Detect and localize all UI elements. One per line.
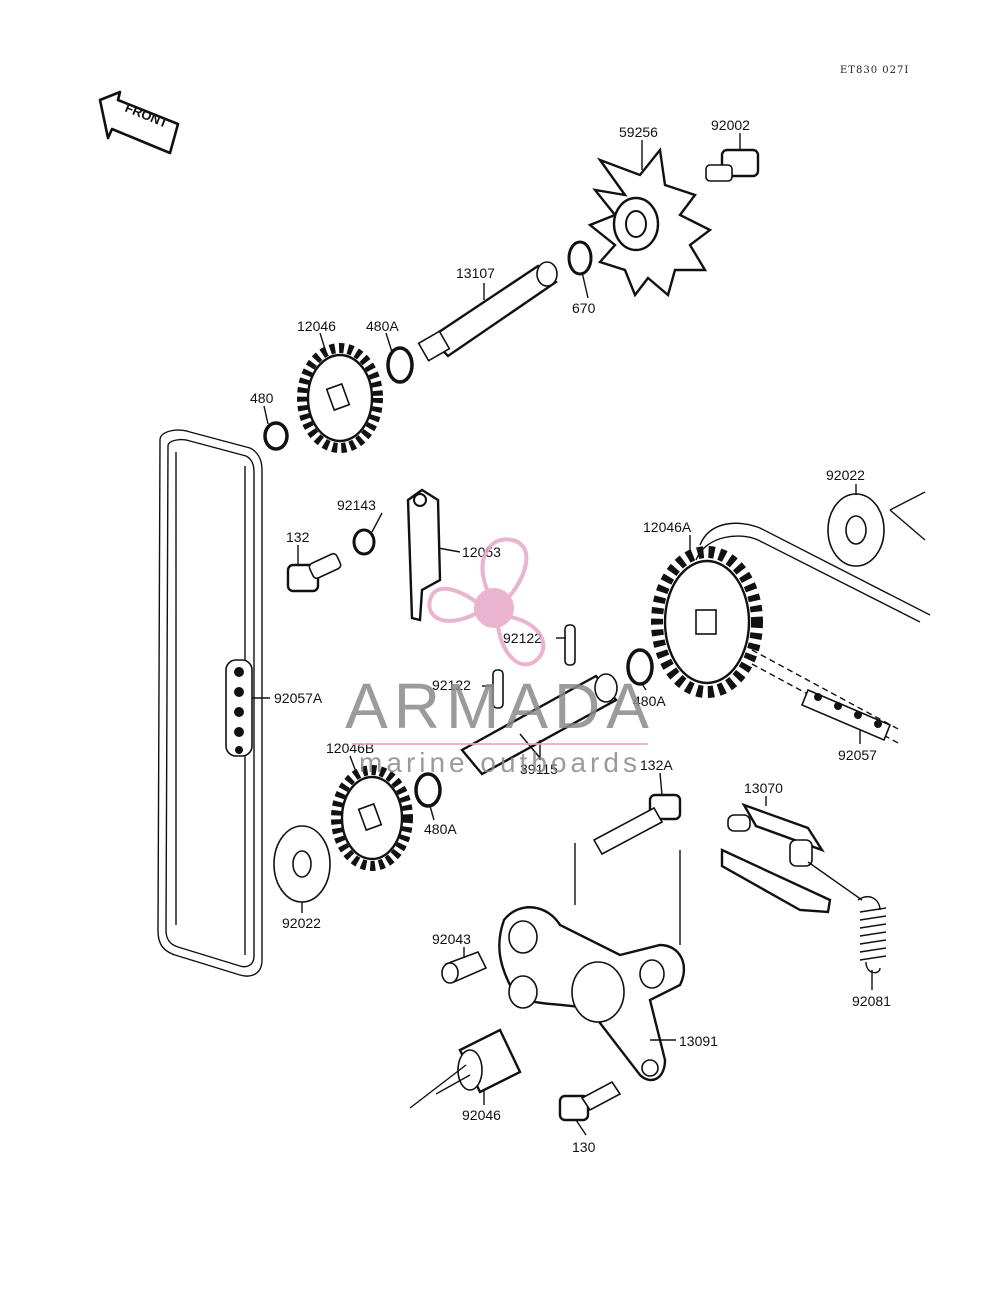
shaft-39115 [460, 673, 618, 776]
circlip-480A-top [386, 346, 414, 384]
label-92143: 92143 [337, 497, 376, 513]
label-92122-upper: 92122 [503, 630, 542, 646]
label-92046: 92046 [462, 1107, 501, 1123]
label-132: 132 [286, 529, 310, 545]
label-480A-left: 480A [424, 821, 457, 837]
label-13070: 13070 [744, 780, 783, 796]
label-13091: 13091 [679, 1033, 718, 1049]
label-92057A: 92057A [274, 690, 323, 706]
bolt-132 [286, 552, 342, 593]
pin-92122-upper [564, 624, 576, 666]
label-92043: 92043 [432, 931, 471, 947]
circlip-480A-left [414, 772, 442, 808]
part-labels: 59256 92002 13107 670 12046 480A 480 921… [250, 117, 891, 1155]
slider-13070 [720, 802, 832, 914]
sprocket-12046B [331, 765, 413, 871]
label-92022-right: 92022 [826, 467, 865, 483]
watermark-tagline: marine outboards [359, 747, 641, 778]
circlip-480 [263, 421, 289, 451]
sprocket-12046 [297, 343, 383, 453]
label-670: 670 [572, 300, 596, 316]
front-arrow-icon: FRONT [98, 90, 180, 155]
label-92081: 92081 [852, 993, 891, 1009]
label-12053: 12053 [462, 544, 501, 560]
watermark: ARMADA marine outboards [345, 537, 655, 778]
circlip-480A-right [626, 648, 654, 686]
bracket-13091 [498, 906, 686, 1082]
bushing-92046 [457, 1028, 522, 1094]
diagram-code: ET830 027I [840, 65, 909, 76]
tensioner-arm-12053 [406, 488, 442, 622]
label-12046: 12046 [297, 318, 336, 334]
label-92122-lower: 92122 [432, 677, 471, 693]
label-59256: 59256 [619, 124, 658, 140]
label-92057: 92057 [838, 747, 877, 763]
collar-92143 [352, 528, 376, 556]
label-92022-left: 92022 [282, 915, 321, 931]
propeller-logo-icon [427, 537, 546, 667]
bolt-130 [558, 1080, 622, 1122]
collar-92043 [441, 950, 488, 984]
label-132A: 132A [640, 757, 673, 773]
pin-92122-lower [492, 669, 504, 709]
chain-link-92057 [800, 688, 892, 742]
washer-92022-left [273, 825, 331, 903]
shaft-13107 [417, 261, 558, 362]
label-130: 130 [572, 1139, 596, 1155]
label-480: 480 [250, 390, 274, 406]
label-480A-top: 480A [366, 318, 399, 334]
label-92002: 92002 [711, 117, 750, 133]
label-13107: 13107 [456, 265, 495, 281]
washer-92022-right [827, 493, 885, 567]
watermark-brand: ARMADA [345, 670, 655, 742]
label-12046A: 12046A [643, 519, 692, 535]
bolt-132A [592, 793, 682, 856]
ring-670 [567, 240, 593, 276]
impeller-59256 [587, 147, 713, 298]
bolt-92002 [705, 148, 760, 182]
leader-lines [252, 133, 926, 1136]
label-39115: 39115 [520, 761, 558, 777]
spring-92081 [857, 896, 887, 974]
label-480A-right: 480A [633, 693, 666, 709]
master-link-92057A [225, 659, 253, 757]
sprocket-12046A [651, 546, 763, 698]
